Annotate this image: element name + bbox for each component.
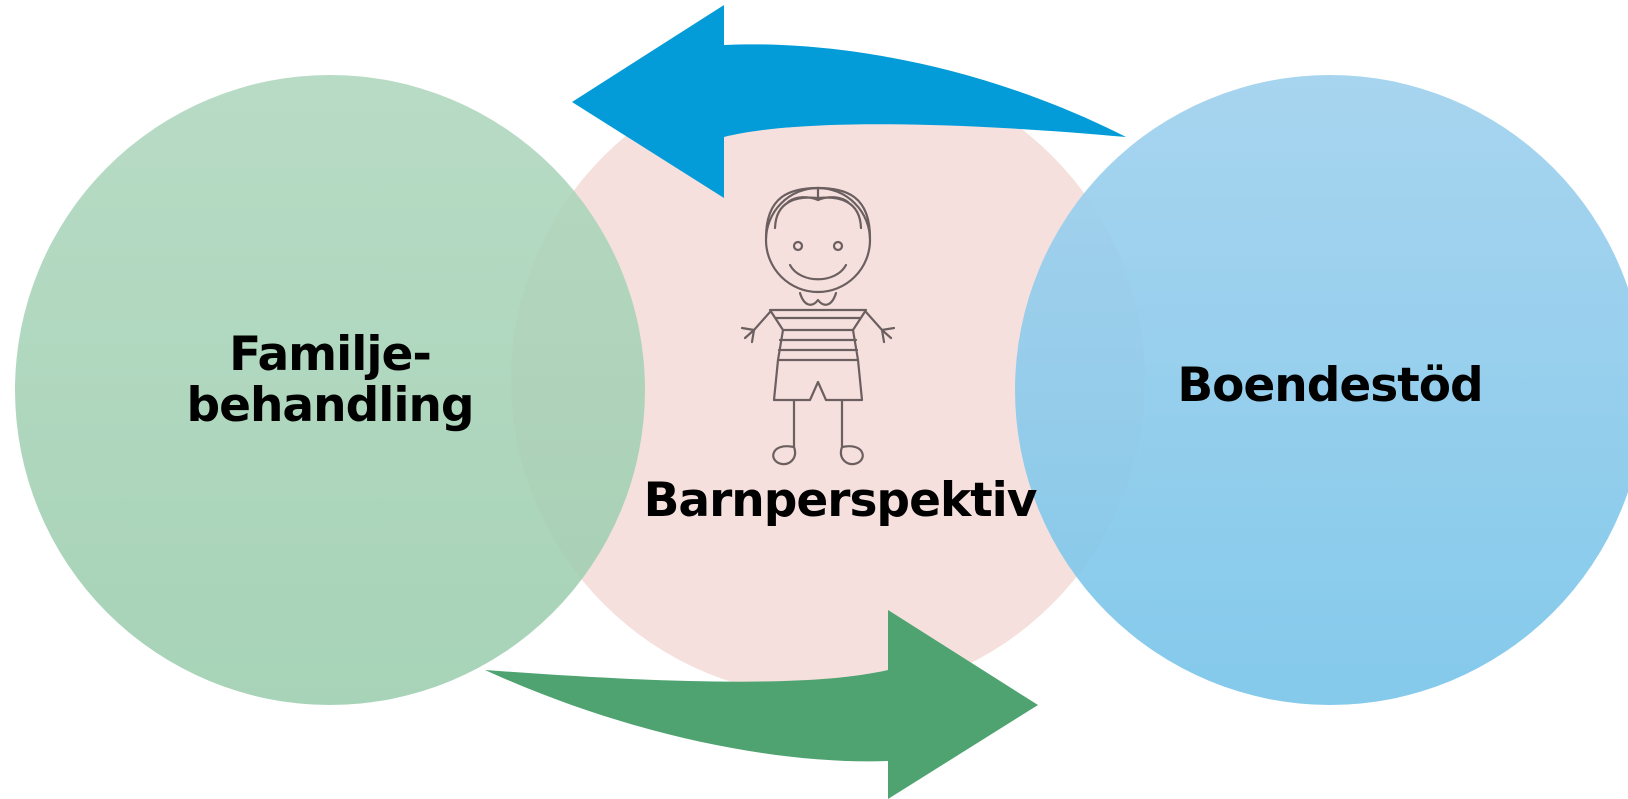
center-circle-label: Barnperspektiv — [643, 473, 1038, 528]
child-drawing-icon — [740, 186, 896, 466]
right-circle — [1015, 75, 1628, 705]
center-circle — [511, 63, 1145, 697]
left-circle-label: Familje- behandling — [130, 327, 530, 433]
left-label-line2: behandling — [186, 377, 474, 433]
bottom-arrow — [485, 610, 1038, 799]
top-arrow — [572, 5, 1126, 198]
right-circle-label: Boendestöd — [1177, 358, 1483, 413]
left-label-line1: Familje- — [229, 327, 432, 382]
left-circle — [15, 75, 645, 705]
